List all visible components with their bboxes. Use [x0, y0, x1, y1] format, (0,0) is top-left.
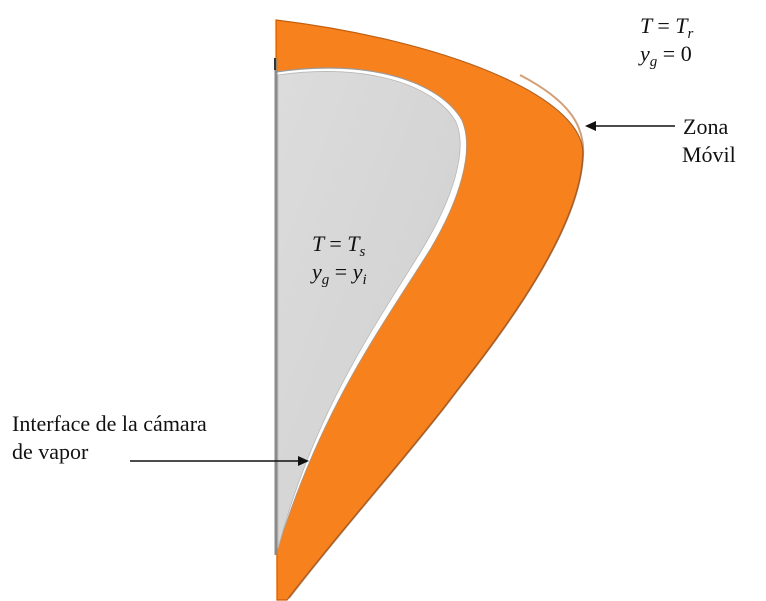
inner-temperature-equation: T = Ts	[312, 231, 366, 260]
moving-zone-label-line1: Zona	[683, 114, 729, 139]
inner-condition-label: T = Ts yg = yi	[312, 230, 367, 288]
interface-label: Interface de la cámara de vapor	[12, 410, 207, 466]
outer-temperature-equation: T = Tr	[640, 13, 694, 42]
interface-arrowhead	[298, 456, 309, 466]
interface-label-line1: Interface de la cámara	[12, 411, 207, 436]
outer-fraction-equation: yg = 0	[640, 41, 692, 70]
inner-fraction-equation: yg = yi	[312, 259, 367, 288]
moving-zone-outer-shadow	[288, 74, 585, 599]
interface-label-line2: de vapor	[12, 439, 89, 464]
steam-chamber-shape	[277, 71, 461, 549]
moving-zone-label-line2: Móvil	[682, 142, 736, 167]
outer-condition-label: T = Tr yg = 0	[640, 12, 694, 70]
moving-zone-label: Zona Móvil	[682, 113, 736, 169]
moving-zone-arrowhead	[585, 121, 596, 131]
